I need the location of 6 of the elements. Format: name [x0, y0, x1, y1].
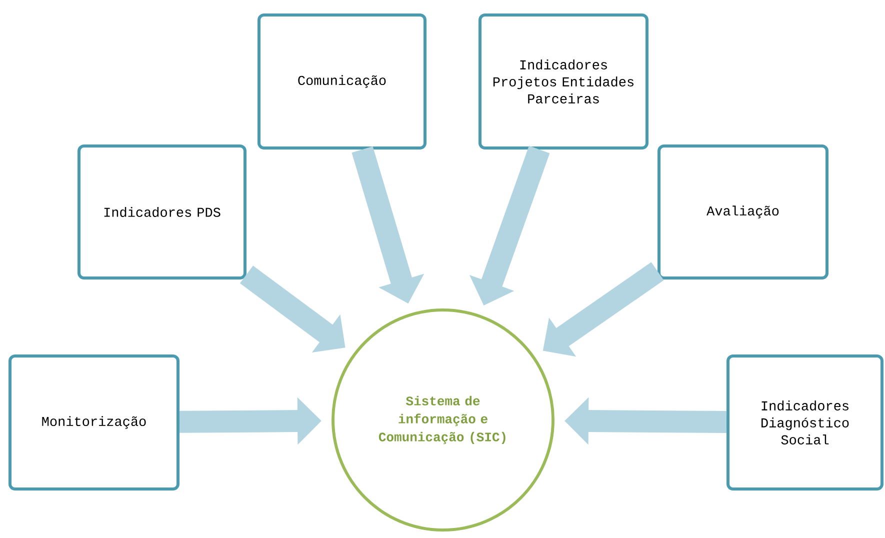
text-box: Comunicação: [258, 14, 426, 150]
text-box: Indicadores Projetos Entidades Parceiras: [478, 14, 648, 150]
text-box: Monitorização: [8, 354, 180, 490]
text-box: Avaliação: [658, 144, 829, 280]
text-box: Indicadores Diagnóstico Social: [726, 354, 884, 490]
text-box: Indicadores PDS: [78, 144, 246, 280]
